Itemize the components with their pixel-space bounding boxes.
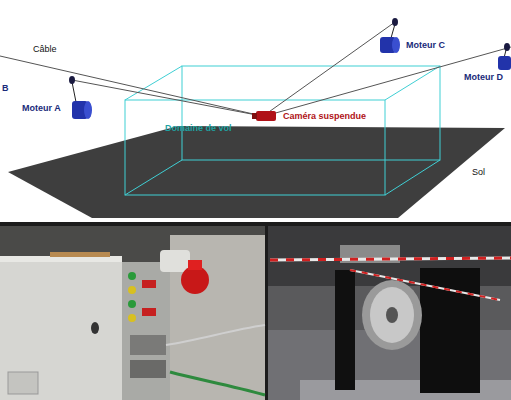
ground-plane <box>8 126 505 218</box>
motor-label: Moteur C <box>406 40 445 51</box>
winch-photo <box>268 226 511 400</box>
motor-label: Moteur D <box>464 72 503 83</box>
camera-label: Caméra suspendue <box>283 111 366 122</box>
photo-band <box>0 222 511 400</box>
region-label: Domaine de vol <box>165 123 232 134</box>
ground-label: Sol <box>472 167 485 178</box>
camera <box>252 111 276 121</box>
motor-label: Moteur A <box>22 103 61 114</box>
cable-label: Câble <box>33 44 57 55</box>
motors <box>72 37 511 119</box>
control-cabinet-photo <box>0 226 265 400</box>
motor-label: B <box>2 83 9 94</box>
pulleys <box>69 18 510 84</box>
posts <box>72 24 506 102</box>
flight-domain-box <box>125 66 440 195</box>
